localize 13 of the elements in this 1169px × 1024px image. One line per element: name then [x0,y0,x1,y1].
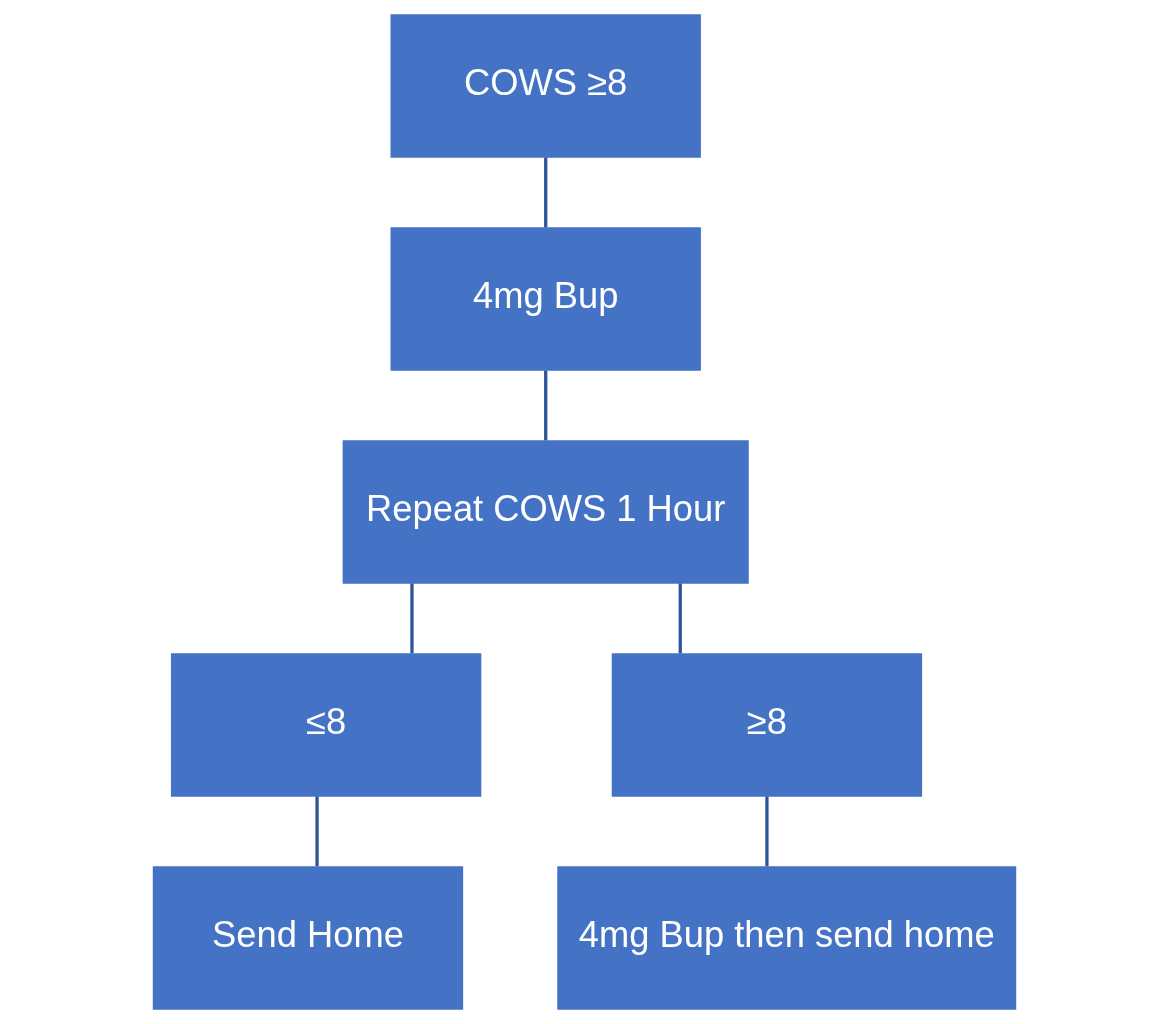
node-box: Send Home [152,866,464,1010]
node-box: Repeat COWS 1 Hour [342,440,749,584]
node-box: ≤8 [170,653,482,797]
node-box: 4mg Bup [390,227,701,371]
connector [678,583,682,654]
connector [765,796,769,867]
node-box: COWS ≥8 [390,14,701,158]
connector [410,583,414,654]
connector [544,370,548,441]
node-box: 4mg Bup then send home [557,866,1017,1010]
node-box: ≥8 [611,653,923,797]
connector [544,157,548,228]
connector [315,796,319,867]
